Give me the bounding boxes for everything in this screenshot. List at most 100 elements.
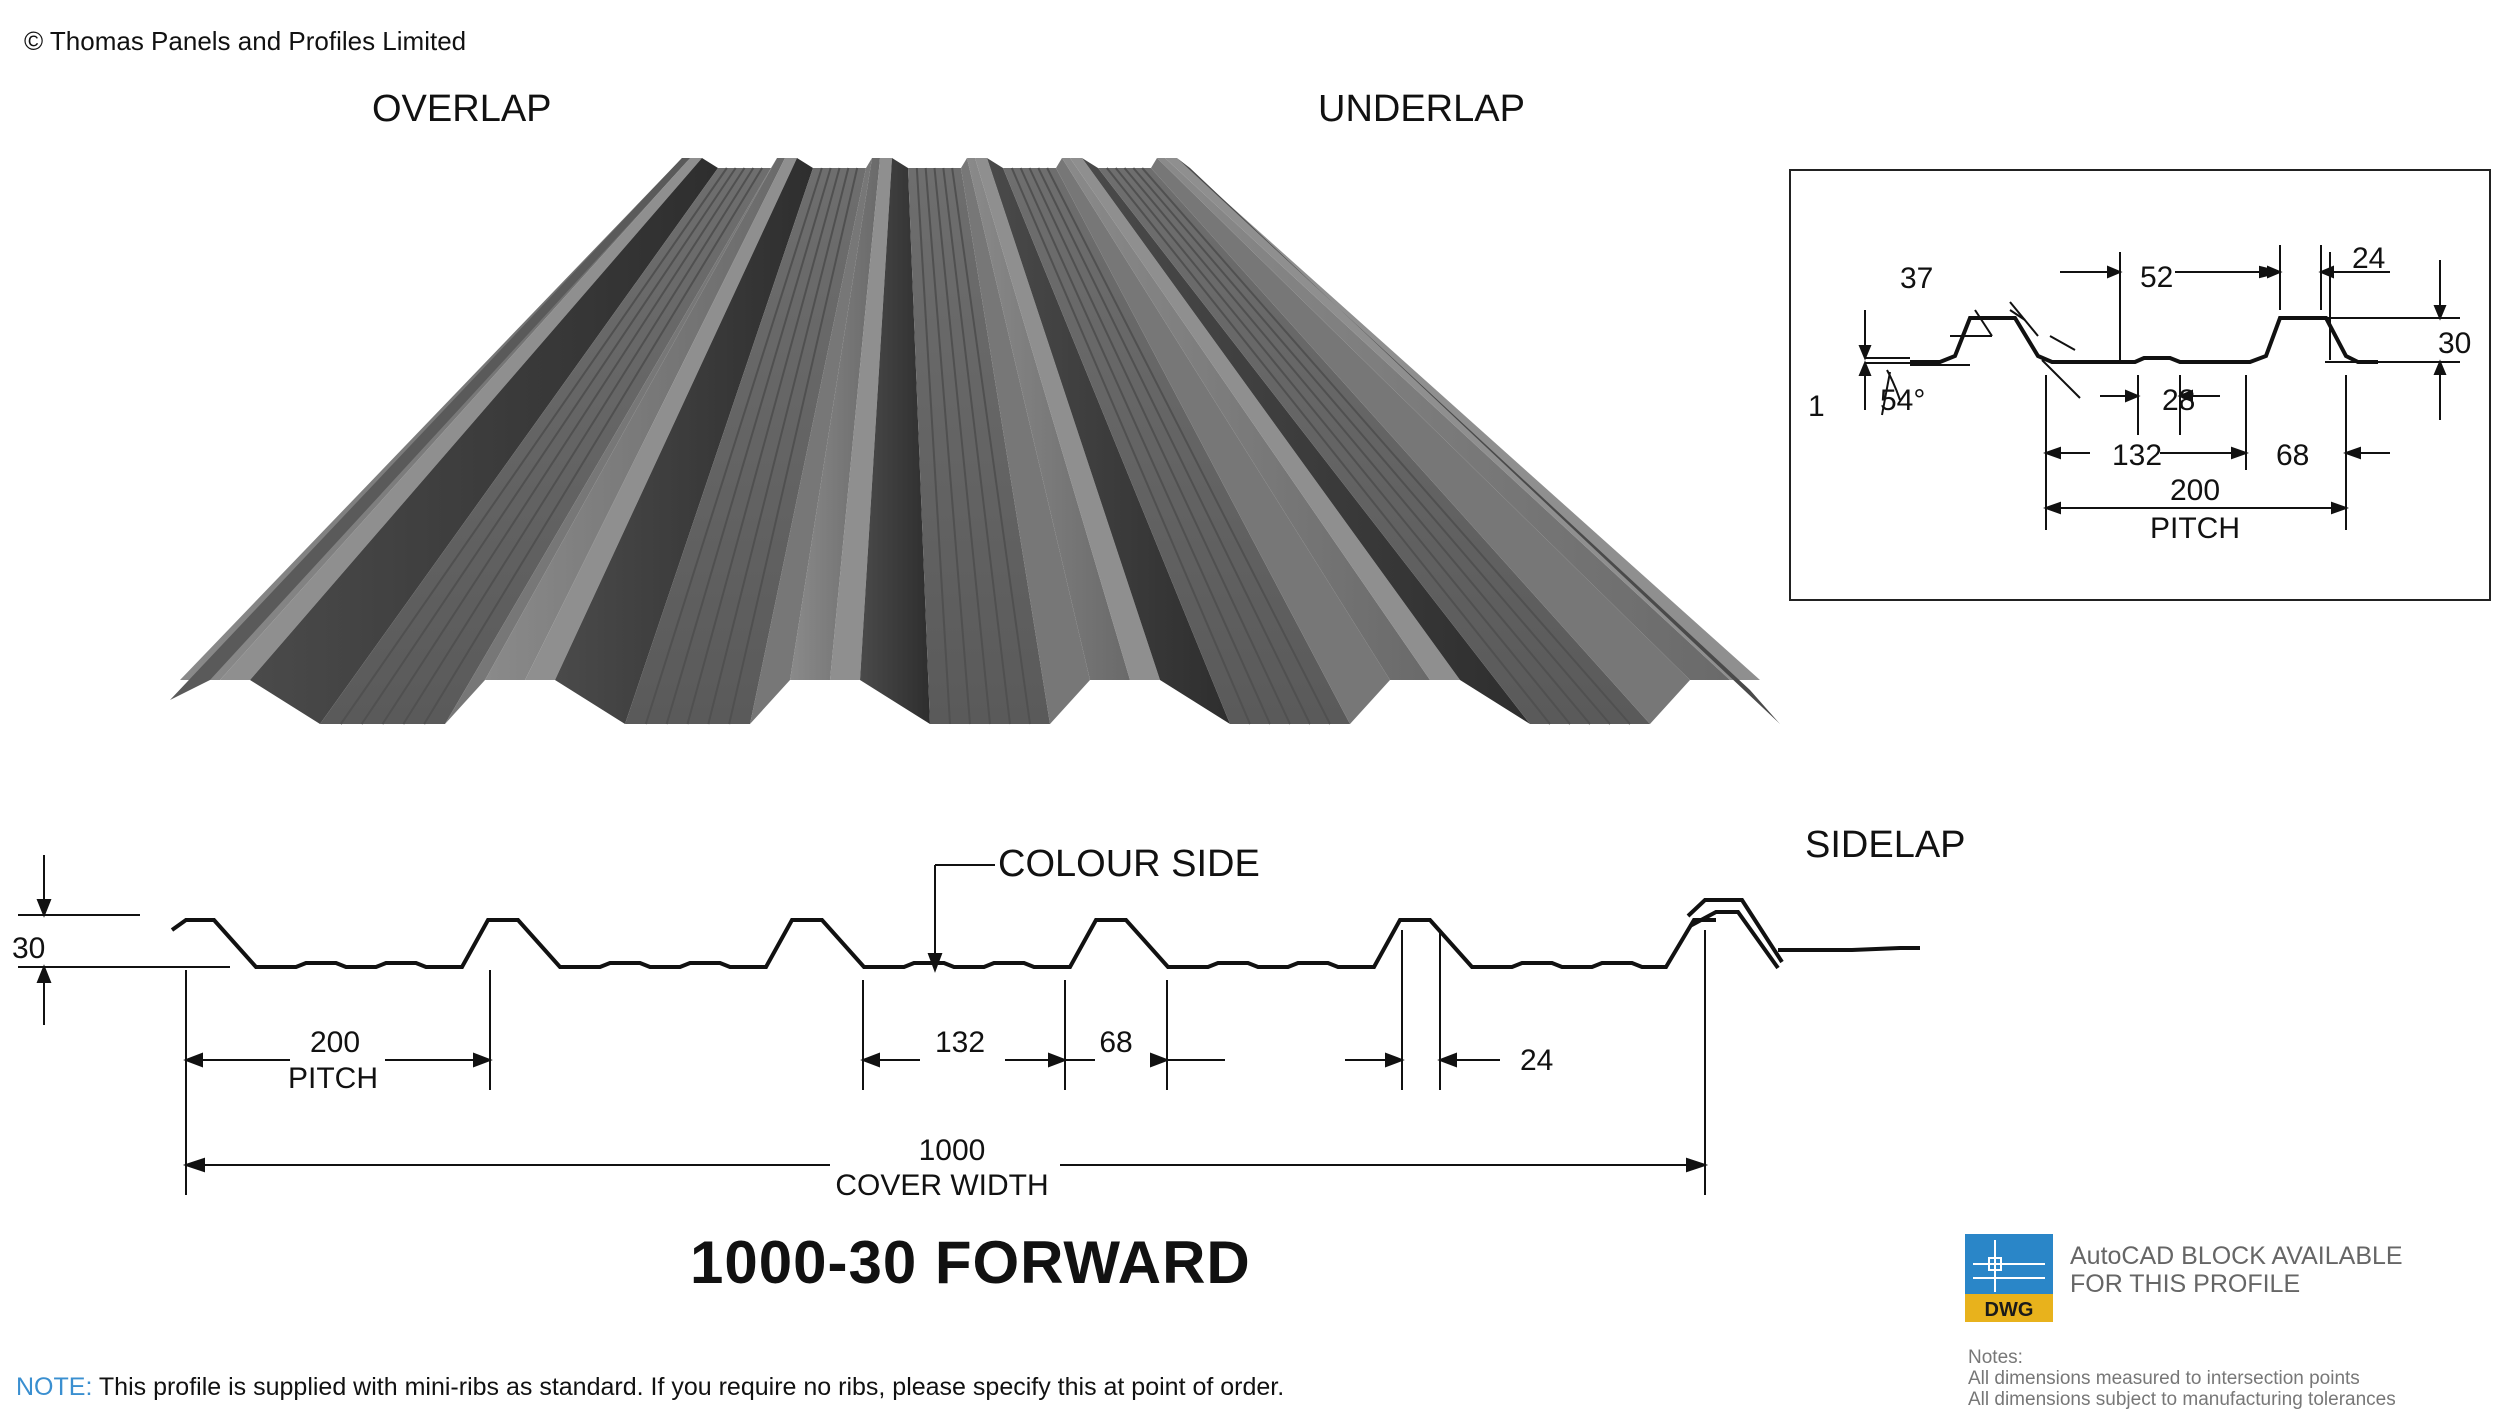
main-dim-trough: 132 [935, 1026, 985, 1059]
section-detail: 37 52 24 30 1 54° 28 132 68 200 PITCH [1789, 169, 2491, 601]
sheet-minirib-line [1028, 167, 1291, 725]
sheet-minirib-line [1106, 167, 1551, 725]
sheet-left-edge [170, 158, 690, 700]
sheet-crest-left-face [485, 158, 785, 680]
note-text: This profile is supplied with mini-ribs … [92, 1373, 1285, 1401]
detail-dim-angle: 54° [1880, 384, 1925, 417]
detail-dim-height: 30 [2438, 327, 2471, 360]
profile-line [170, 918, 1716, 969]
main-dimension-lines [18, 855, 1709, 1195]
sheet-crest-left-face [1157, 158, 1730, 680]
autocad-line2: FOR THIS PROFILE [2070, 1270, 2301, 1298]
sheet-crest-right-face [1082, 158, 1530, 724]
detail-dim-pitch-label: PITCH [2150, 512, 2240, 545]
detail-frame [1789, 169, 2491, 601]
detail-dim-trough: 132 [2112, 439, 2162, 472]
sheet-trough [320, 168, 771, 724]
dwg-badge-text: DWG [1985, 1299, 2034, 1321]
sheet-trough [1098, 168, 1650, 724]
sheet-minirib-line [1141, 167, 1631, 725]
note-line: NOTE: This profile is supplied with mini… [16, 1373, 1284, 1402]
sheet-trough [625, 168, 866, 724]
sheet-rise-face [750, 158, 872, 724]
sheet-minirib-line [707, 167, 850, 725]
sheet-minirib-line [933, 167, 991, 725]
sheet-minirib-line [423, 167, 764, 725]
cross-section: 30 200 PITCH 132 68 24 1000 COVER WIDTH … [12, 843, 1920, 1202]
sheet-minirib-line [381, 167, 746, 725]
sheet-rise-face [1151, 158, 1690, 724]
main-dim-pitch-label: PITCH [288, 1062, 378, 1095]
sheet-crest-top [220, 158, 702, 680]
sheet-minirib-line [915, 167, 951, 725]
sheet-rise-face [445, 158, 777, 724]
main-dim-cover-label: COVER WIDTH [835, 1169, 1048, 1202]
main-dim-crown-pitch: 68 [1099, 1026, 1132, 1059]
sheet-minirib-line [644, 167, 823, 725]
sheet-crest-right-face [860, 158, 930, 724]
detail-dim-top: 52 [2140, 261, 2173, 294]
sheet-rise-face [1056, 158, 1390, 724]
sheet-crest-top [830, 158, 892, 680]
sheet-crest-left-face [1062, 158, 1430, 680]
notes-box: Notes: All dimensions measured to inters… [1968, 1347, 2396, 1410]
sheet-minirib-line [942, 167, 1011, 725]
detail-dimension-lines [1858, 245, 2460, 530]
detail-dim-crown: 24 [2352, 242, 2385, 275]
sheet-minirib-line [340, 167, 728, 725]
detail-dim-thickness: 1 [1808, 390, 1825, 423]
main-dim-pitch-value: 200 [310, 1026, 360, 1059]
sidelap-line [1686, 898, 1920, 970]
main-dim-cover-value: 1000 [919, 1134, 986, 1167]
sheet-rise-face [961, 158, 1090, 724]
sheet-minirib-line [924, 167, 971, 725]
sheet-crest-top [1070, 158, 1460, 680]
detail-dim-crown-pitch: 68 [2276, 439, 2309, 472]
sheet-minirib-line [665, 167, 832, 725]
dwg-file-icon[interactable]: DWG [1965, 1234, 2053, 1322]
sheet-minirib-line [951, 167, 1031, 725]
sheet-minirib-line [402, 167, 755, 725]
sheet-minirib-line [686, 167, 841, 725]
profile-line-group [170, 898, 1920, 970]
sheet-3d-body [170, 158, 1780, 725]
underlap-label: UNDERLAP [1318, 88, 1525, 130]
main-dim-height: 30 [12, 932, 45, 965]
copyright-text: © Thomas Panels and Profiles Limited [24, 26, 467, 56]
profile-title: 1000-30 FORWARD [690, 1229, 1251, 1296]
sheet-minirib-line [1010, 167, 1251, 725]
detail-dim-pitch-value: 200 [2170, 474, 2220, 507]
detail-dim-rib: 37 [1900, 262, 1933, 295]
sheet-minirib-line [360, 167, 737, 725]
sheet-minirib-line [1019, 167, 1271, 725]
autocad-link[interactable]: AutoCAD BLOCK AVAILABLE FOR THIS PROFILE [2070, 1242, 2403, 1298]
colour-side-label: COLOUR SIDE [998, 843, 1260, 885]
sheet-crest-left-face [790, 158, 880, 680]
autocad-line1: AutoCAD BLOCK AVAILABLE [2070, 1242, 2403, 1270]
sheet-crest-top [975, 158, 1160, 680]
overlap-label: OVERLAP [372, 88, 552, 130]
sheet-crest-top [1165, 158, 1760, 680]
note-label: NOTE: [16, 1373, 93, 1401]
sheet-crest-right-face [250, 158, 718, 724]
main-dim-crown-top: 24 [1520, 1044, 1553, 1077]
sheet-crest-top [525, 158, 797, 680]
sheet-minirib-line [1132, 167, 1611, 725]
detail-profile-line [1910, 316, 2378, 364]
sheet-crest-left-face [967, 158, 1130, 680]
detail-dim-minirib: 28 [2162, 384, 2195, 417]
notes-line2: All dimensions subject to manufacturing … [1968, 1389, 2396, 1410]
sidelap-label: SIDELAP [1805, 824, 1966, 866]
sheet-minirib-line [1123, 167, 1591, 725]
sheet-trough [1003, 168, 1350, 724]
notes-line1: All dimensions measured to intersection … [1968, 1368, 2360, 1389]
sheet-illustration [170, 158, 1780, 725]
sheet-trough [908, 168, 1050, 724]
sheet-minirib-line [1046, 167, 1331, 725]
sheet-minirib-line [728, 167, 859, 725]
sheet-crest-right-face [555, 158, 813, 724]
notes-heading: Notes: [1968, 1347, 2023, 1368]
sheet-minirib-line [1037, 167, 1311, 725]
sheet-crest-right-face [987, 158, 1230, 724]
sheet-minirib-line [1114, 167, 1571, 725]
